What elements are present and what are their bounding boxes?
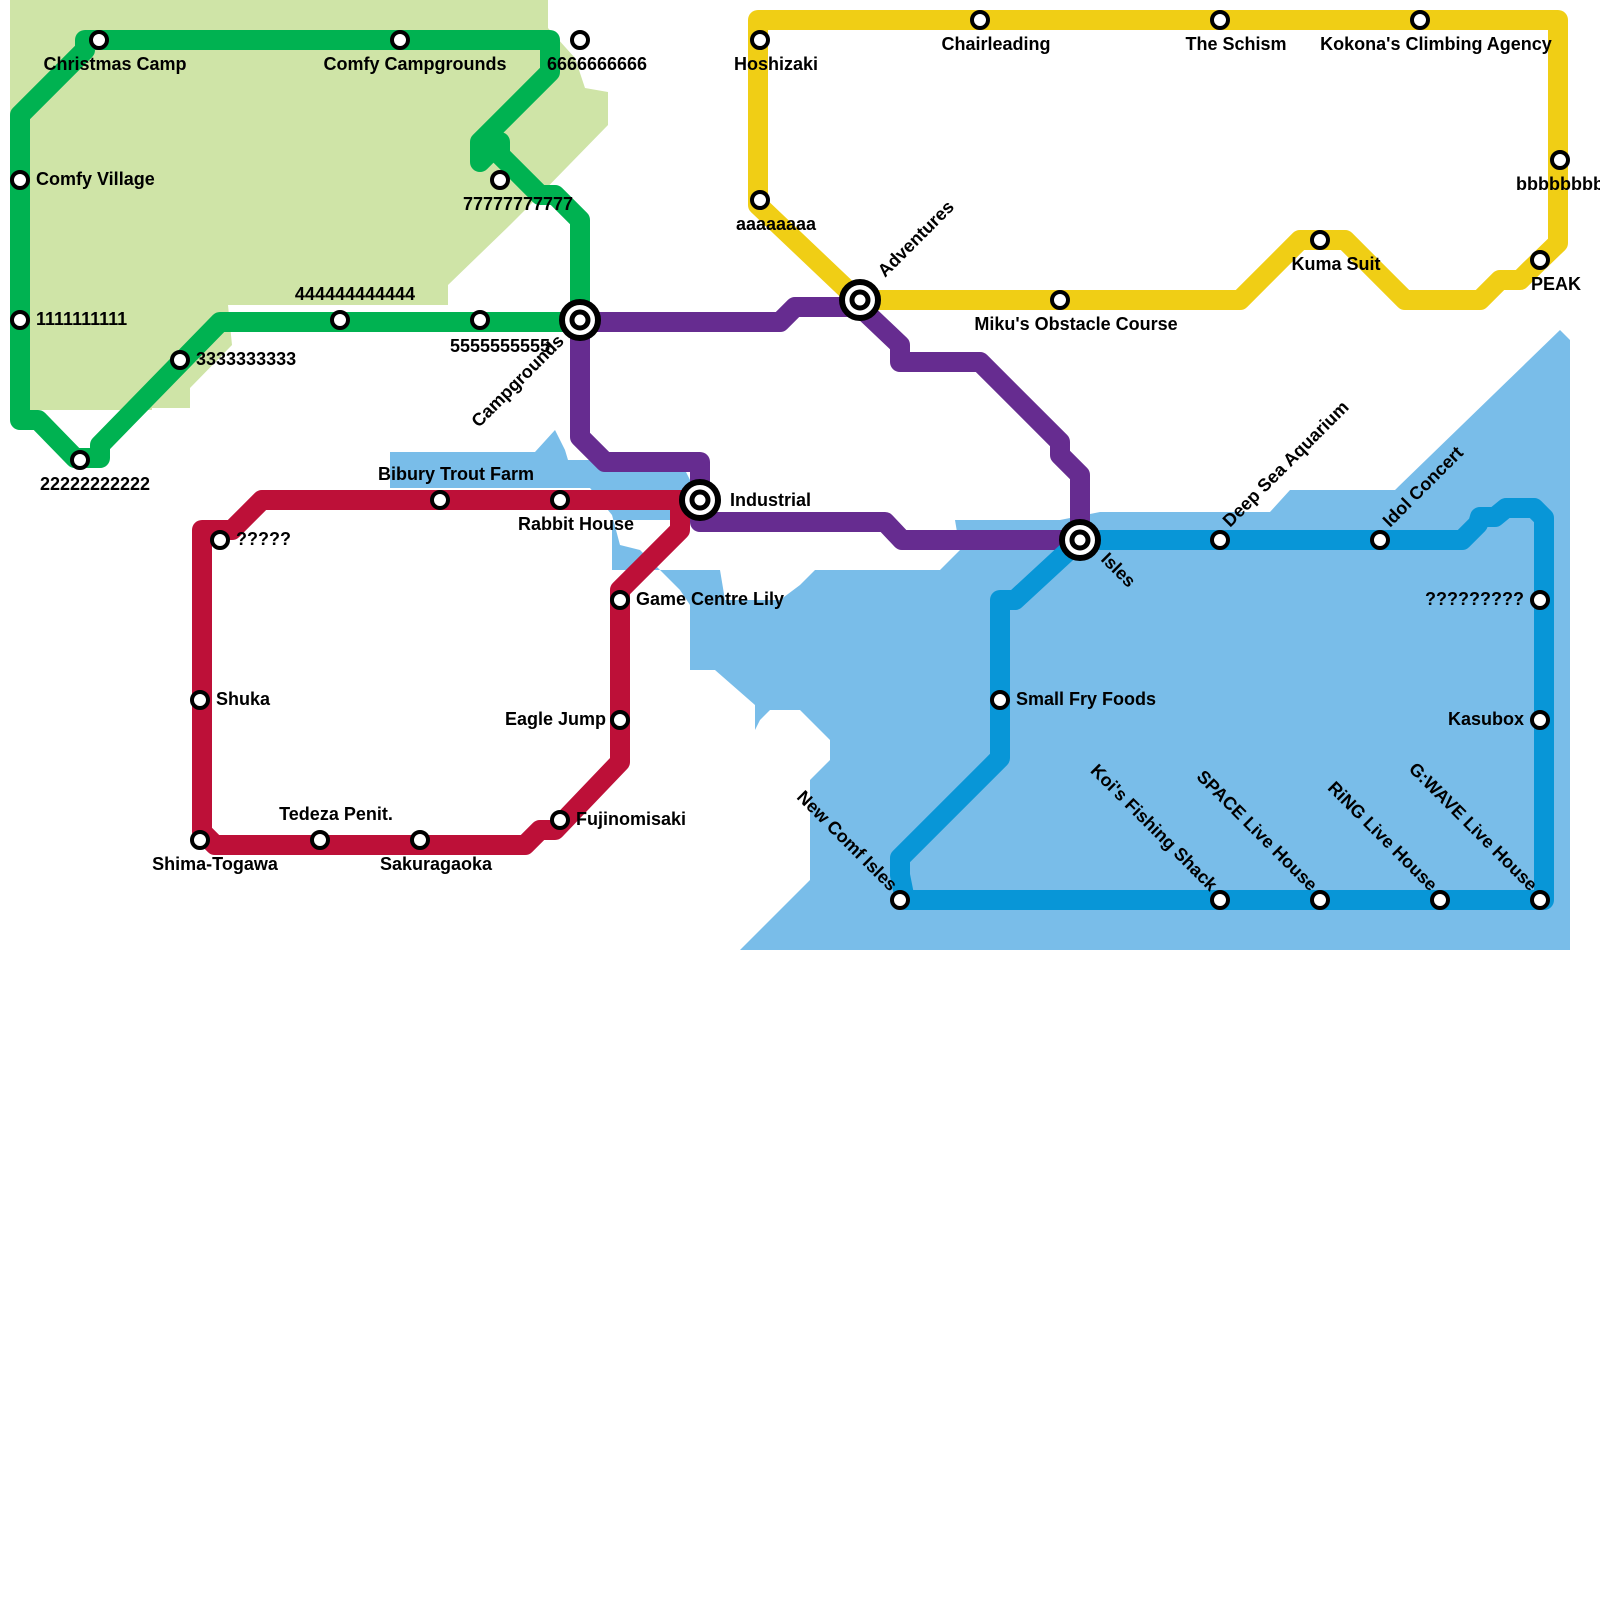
station-marker-s7777[interactable] [490, 170, 510, 190]
station-marker-gwave[interactable] [1530, 890, 1550, 910]
station-label-the-schism: The Schism [1185, 34, 1286, 54]
station-marker-deep-sea[interactable] [1210, 530, 1230, 550]
station-marker-qqqqq[interactable] [210, 530, 230, 550]
station-marker-miku[interactable] [1050, 290, 1070, 310]
station-label-s7777: 77777777777 [463, 194, 573, 214]
station-marker-christmas-camp[interactable] [89, 30, 109, 50]
station-marker-small-fry[interactable] [990, 690, 1010, 710]
stations-layer [10, 10, 1570, 910]
blue-line [890, 498, 1554, 910]
station-label-aaaa: aaaaaaaa [736, 214, 817, 234]
station-marker-s2222[interactable] [70, 450, 90, 470]
station-label-eagle-jump: Eagle Jump [505, 709, 606, 729]
station-marker-new-comf[interactable] [890, 890, 910, 910]
station-label-qqqqq: ????? [236, 529, 291, 549]
station-label-bbbb: bbbbbbbb [1516, 174, 1600, 194]
station-marker-hoshizaki[interactable] [750, 30, 770, 50]
station-marker-s5555[interactable] [470, 310, 490, 330]
station-label-s4444: 444444444444 [295, 284, 415, 304]
station-label-kuma-suit: Kuma Suit [1291, 254, 1380, 274]
station-label-comfy-village: Comfy Village [36, 169, 155, 189]
station-label-bibury: Bibury Trout Farm [378, 464, 534, 484]
station-marker-kokona[interactable] [1410, 10, 1430, 30]
station-marker-tedeza[interactable] [310, 830, 330, 850]
station-label-s5555: 5555555555 [450, 336, 550, 356]
station-label-peak: PEAK [1531, 274, 1581, 294]
station-label-fujinomisaki: Fujinomisaki [576, 809, 686, 829]
station-marker-chairleading[interactable] [970, 10, 990, 30]
station-marker-s4444[interactable] [330, 310, 350, 330]
station-label-comfy-campgrounds: Comfy Campgrounds [323, 54, 506, 74]
station-marker-kois[interactable] [1210, 890, 1230, 910]
station-marker-bibury[interactable] [430, 490, 450, 510]
station-label-small-fry: Small Fry Foods [1016, 689, 1156, 709]
station-marker-aaaa[interactable] [750, 190, 770, 210]
station-label-tedeza: Tedeza Penit. [279, 804, 393, 824]
station-marker-s3333[interactable] [170, 350, 190, 370]
station-label-sakuragaoka: Sakuragaoka [380, 854, 493, 874]
station-label-shuka: Shuka [216, 689, 271, 709]
interchange-core-isles [1069, 529, 1091, 551]
interchange-core-industrial [689, 489, 711, 511]
station-marker-eagle-jump[interactable] [610, 710, 630, 730]
station-marker-sakuragaoka[interactable] [410, 830, 430, 850]
station-label-chairleading: Chairleading [941, 34, 1050, 54]
station-marker-comfy-village[interactable] [10, 170, 30, 190]
station-label-qqqqqqqqq: ????????? [1425, 589, 1524, 609]
water-area-bay [390, 330, 1570, 950]
station-marker-shima-togawa[interactable] [190, 830, 210, 850]
park-area [10, 0, 608, 410]
station-label-kokona: Kokona's Climbing Agency [1320, 34, 1552, 54]
station-label-kasubox: Kasubox [1448, 709, 1524, 729]
yellow-line [748, 10, 1568, 310]
station-label-s3333: 3333333333 [196, 349, 296, 369]
station-marker-bbbb[interactable] [1550, 150, 1570, 170]
station-marker-shuka[interactable] [190, 690, 210, 710]
station-marker-peak[interactable] [1530, 250, 1550, 270]
station-marker-the-schism[interactable] [1210, 10, 1230, 30]
station-label-s1111: 1111111111 [36, 309, 127, 329]
station-marker-fujinomisaki[interactable] [550, 810, 570, 830]
interchange-label-adventures: Adventures [874, 197, 958, 281]
station-label-s2222: 22222222222 [40, 474, 150, 494]
station-label-s6666: 6666666666 [547, 54, 647, 74]
station-marker-kasubox[interactable] [1530, 710, 1550, 730]
station-label-shima-togawa: Shima-Togawa [152, 854, 279, 874]
station-marker-s6666[interactable] [570, 30, 590, 50]
station-label-miku: Miku's Obstacle Course [974, 314, 1177, 334]
station-marker-rabbit-house[interactable] [550, 490, 570, 510]
green-line [10, 30, 590, 468]
station-label-hoshizaki: Hoshizaki [734, 54, 818, 74]
station-marker-kuma-suit[interactable] [1310, 230, 1330, 250]
station-marker-game-centre[interactable] [610, 590, 630, 610]
interchange-core-campgrounds [569, 309, 591, 331]
station-marker-idol-concert[interactable] [1370, 530, 1390, 550]
station-label-game-centre: Game Centre Lily [636, 589, 784, 609]
station-label-christmas-camp: Christmas Camp [43, 54, 186, 74]
station-marker-comfy-campgrounds[interactable] [390, 30, 410, 50]
station-marker-space[interactable] [1310, 890, 1330, 910]
station-marker-qqqqqqqqq[interactable] [1530, 590, 1550, 610]
interchange-label-industrial: Industrial [730, 490, 811, 510]
station-marker-s1111[interactable] [10, 310, 30, 330]
station-label-rabbit-house: Rabbit House [518, 514, 634, 534]
interchange-core-adventures [849, 289, 871, 311]
station-marker-ring[interactable] [1430, 890, 1450, 910]
